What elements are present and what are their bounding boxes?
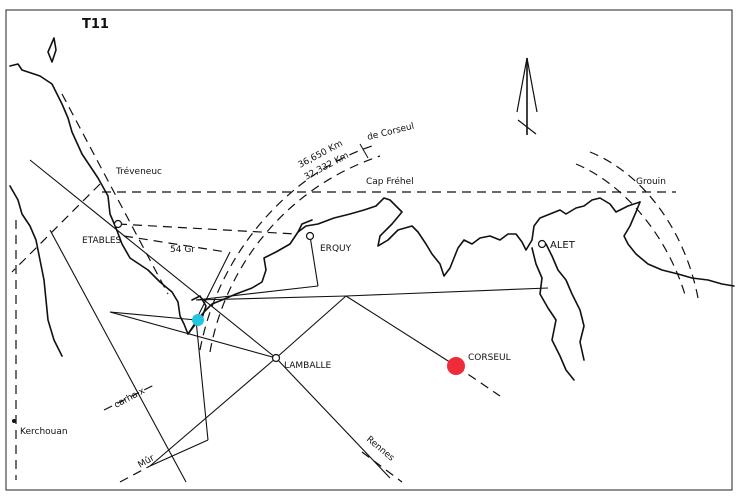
dash-line-carhaix	[103, 383, 157, 411]
coast-inlet	[187, 295, 207, 335]
coast-erquy	[297, 219, 313, 233]
dash-line-54gr	[123, 235, 227, 253]
road-coast-lamballe	[109, 311, 277, 359]
road-coast-spur	[109, 311, 197, 321]
island	[47, 37, 57, 63]
road-bay-east	[195, 295, 347, 301]
road-mur	[149, 357, 277, 467]
coast-east	[623, 201, 735, 287]
coast-rance-west	[531, 247, 575, 381]
distance-arcs	[199, 145, 699, 353]
label-road-rennes: Rennes	[364, 435, 396, 464]
dash-line-rennes	[361, 451, 403, 483]
road-erquy-south	[309, 235, 319, 287]
road-bay-erquy	[195, 285, 319, 301]
label-de-corseul: de Corseul	[366, 122, 415, 143]
coast-rance-east	[545, 243, 585, 361]
dash-line-mur	[119, 465, 151, 483]
coastline	[9, 37, 735, 381]
road-rennes	[275, 357, 391, 479]
label-erquy: ERQUY	[320, 244, 352, 254]
marker-cyan-dot	[192, 314, 204, 326]
town-marker-erquy	[305, 231, 315, 241]
arc-outer-1	[575, 163, 687, 299]
arc-inner-2	[199, 145, 373, 351]
road-to-corseul	[345, 295, 457, 367]
road-south	[195, 319, 209, 441]
road-bay-spur	[195, 251, 231, 321]
label-kerchouan: Kerchouan	[20, 427, 68, 437]
map-frame	[5, 9, 733, 491]
dash-line-w	[11, 183, 101, 273]
town-marker-etables	[113, 219, 123, 229]
label-lamballe: LAMBALLE	[284, 361, 332, 371]
town-marker-kerchouan	[12, 419, 16, 423]
label-alet: ALET	[550, 240, 576, 251]
road-nw-lamballe	[29, 159, 277, 359]
dash-line-nw	[61, 93, 169, 295]
marker-corseul-dot	[447, 357, 465, 375]
map-title: T11	[82, 17, 109, 32]
road-south-link	[149, 439, 209, 467]
coast-west	[9, 63, 189, 335]
arc-outer-2	[589, 151, 699, 299]
label-etables: ETABLES	[82, 236, 122, 246]
label-road-carhaix: carhaix	[113, 386, 147, 411]
north-arrow-icon	[516, 57, 538, 135]
label-corseul: CORSEUL	[468, 353, 511, 363]
road-west	[49, 229, 187, 483]
road-to-rance	[345, 287, 549, 297]
label-treveneuc: Tréveneuc	[115, 166, 162, 177]
label-cap-frehel: Cap Fréhel	[366, 176, 414, 187]
town-marker-alet	[537, 239, 547, 249]
coast-estuary	[9, 185, 63, 357]
road-crossroad-lamballe	[275, 295, 347, 359]
label-grouin: Grouin	[636, 177, 666, 187]
coast-bay	[187, 197, 641, 335]
label-bearing: 54 Gr	[170, 245, 195, 255]
roads	[29, 159, 549, 483]
town-marker-lamballe	[271, 353, 281, 363]
distance-bracket	[359, 143, 369, 159]
arc-inner-1	[209, 155, 381, 353]
